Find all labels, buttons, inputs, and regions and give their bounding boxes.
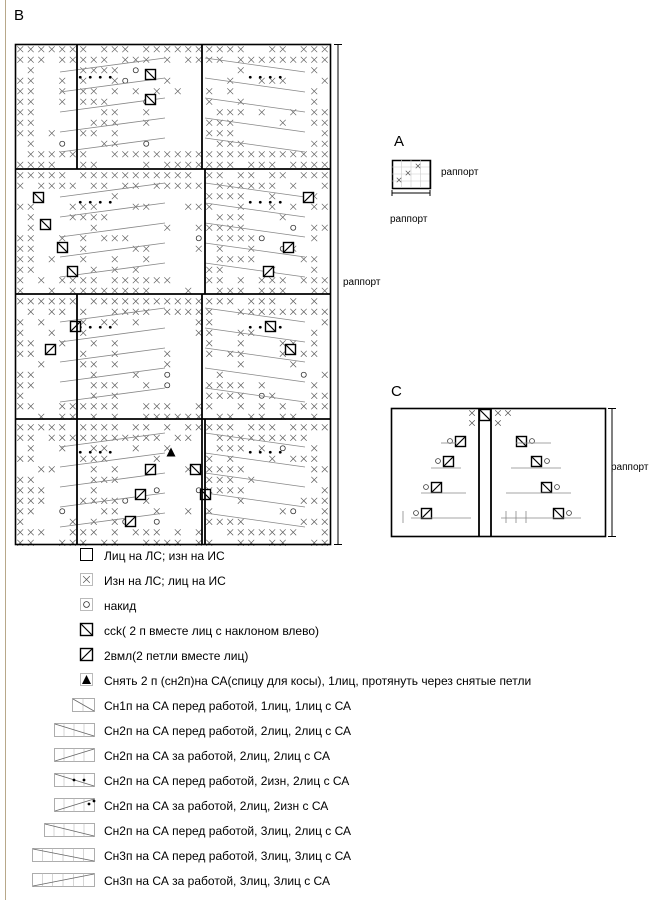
legend-item: накид: [0, 596, 654, 618]
legend-item-label: Изн на ЛС; лиц на ИС: [104, 574, 226, 588]
legend-item: ссk( 2 п вместе лиц с наклоном влево): [0, 621, 654, 643]
cable-2x2-back-icon: [54, 748, 96, 769]
legend-item: Снять 2 п (сн2п)на СА(спицу для косы), 1…: [0, 671, 654, 693]
knit-square-icon: [80, 548, 96, 569]
double-decrease-triangle-icon: [80, 673, 96, 694]
legend-item: Сн2п на СА за работой, 2лиц, 2изн с СА: [0, 796, 654, 818]
legend-item-label: Снять 2 п (сн2п)на СА(спицу для косы), 1…: [104, 674, 532, 688]
legend-item-label: 2вмл(2 петли вместе лиц): [104, 649, 249, 663]
chart-a-grid: [391, 159, 432, 196]
legend-item-label: Сн2п на СА перед работой, 3лиц, 2лиц с С…: [104, 824, 352, 838]
legend-item-label: Сн2п на СА перед работой, 2лиц, 2лиц с С…: [104, 724, 352, 738]
legend-item: Изн на ЛС; лиц на ИС: [0, 571, 654, 593]
chart-b-rapport-label: раппорт: [343, 277, 381, 288]
yarn-over-circle-icon: [80, 598, 96, 619]
purl-cross-icon: [80, 573, 96, 594]
cable-2x2-front-icon: [54, 723, 96, 744]
legend-item-label: Лиц на ЛС; изн на ИС: [104, 549, 225, 563]
legend-item-label: Сн2п на СА за работой, 2лиц, 2лиц с СА: [104, 749, 330, 763]
chart-a-rapport-bottom-label: раппорт: [390, 214, 428, 225]
chart-b-rapport-bracket: [334, 44, 342, 545]
chart-b-grid: [14, 43, 332, 546]
legend-item-label: Сн1п на СА перед работой, 1лиц, 1лиц с С…: [104, 699, 352, 713]
legend-item: Сн2п на СА за работой, 2лиц, 2лиц с СА: [0, 746, 654, 768]
legend-item: Сн2п на СА перед работой, 2лиц, 2лиц с С…: [0, 721, 654, 743]
chart-c-label: C: [391, 383, 402, 400]
k2tog-right-slant-icon: [79, 647, 96, 669]
chart-c-rapport-bracket: [608, 408, 616, 537]
legend-item-label: Сн2п на СА за работой, 2лиц, 2изн с СА: [104, 799, 329, 813]
legend-item-label: ссk( 2 п вместе лиц с наклоном влево): [104, 624, 320, 638]
cable-1x1-front-icon: [72, 698, 96, 719]
legend-item: Сн3п на СА за работой, 3лиц, 3лиц с СА: [0, 871, 654, 893]
cable-2x2-front-purl-icon: [54, 773, 96, 794]
legend-item-label: Сн2п на СА перед работой, 2изн, 2лиц с С…: [104, 774, 350, 788]
legend-item: Сн1п на СА перед работой, 1лиц, 1лиц с С…: [0, 696, 654, 718]
legend-item-label: накид: [104, 599, 137, 613]
legend-item: Лиц на ЛС; изн на ИС: [0, 546, 654, 568]
legend-item: Сн2п на СА перед работой, 2изн, 2лиц с С…: [0, 771, 654, 793]
chart-c-grid: [390, 407, 607, 538]
cable-3x3-front-icon: [32, 848, 96, 869]
legend-item-label: Сн3п на СА перед работой, 3лиц, 3лиц с С…: [104, 849, 352, 863]
cable-2x2-back-purl-icon: [54, 798, 96, 819]
cable-3x2-front-icon: [44, 823, 96, 844]
chart-a-label: A: [394, 133, 405, 150]
chart-a-rapport-right-label: раппорт: [441, 167, 479, 178]
chart-b-label: B: [14, 7, 25, 24]
page-border-line: [5, 0, 6, 900]
chart-c-rapport-label: раппорт: [611, 462, 649, 473]
legend-item-label: Сн3п на СА за работой, 3лиц, 3лиц с СА: [104, 874, 330, 888]
cable-3x3-back-icon: [32, 873, 96, 894]
legend-item: 2вмл(2 петли вместе лиц): [0, 646, 654, 668]
legend-item: Сн2п на СА перед работой, 3лиц, 2лиц с С…: [0, 821, 654, 843]
ssk-left-slant-icon: [79, 622, 96, 644]
legend-item: Сн3п на СА перед работой, 3лиц, 3лиц с С…: [0, 846, 654, 868]
